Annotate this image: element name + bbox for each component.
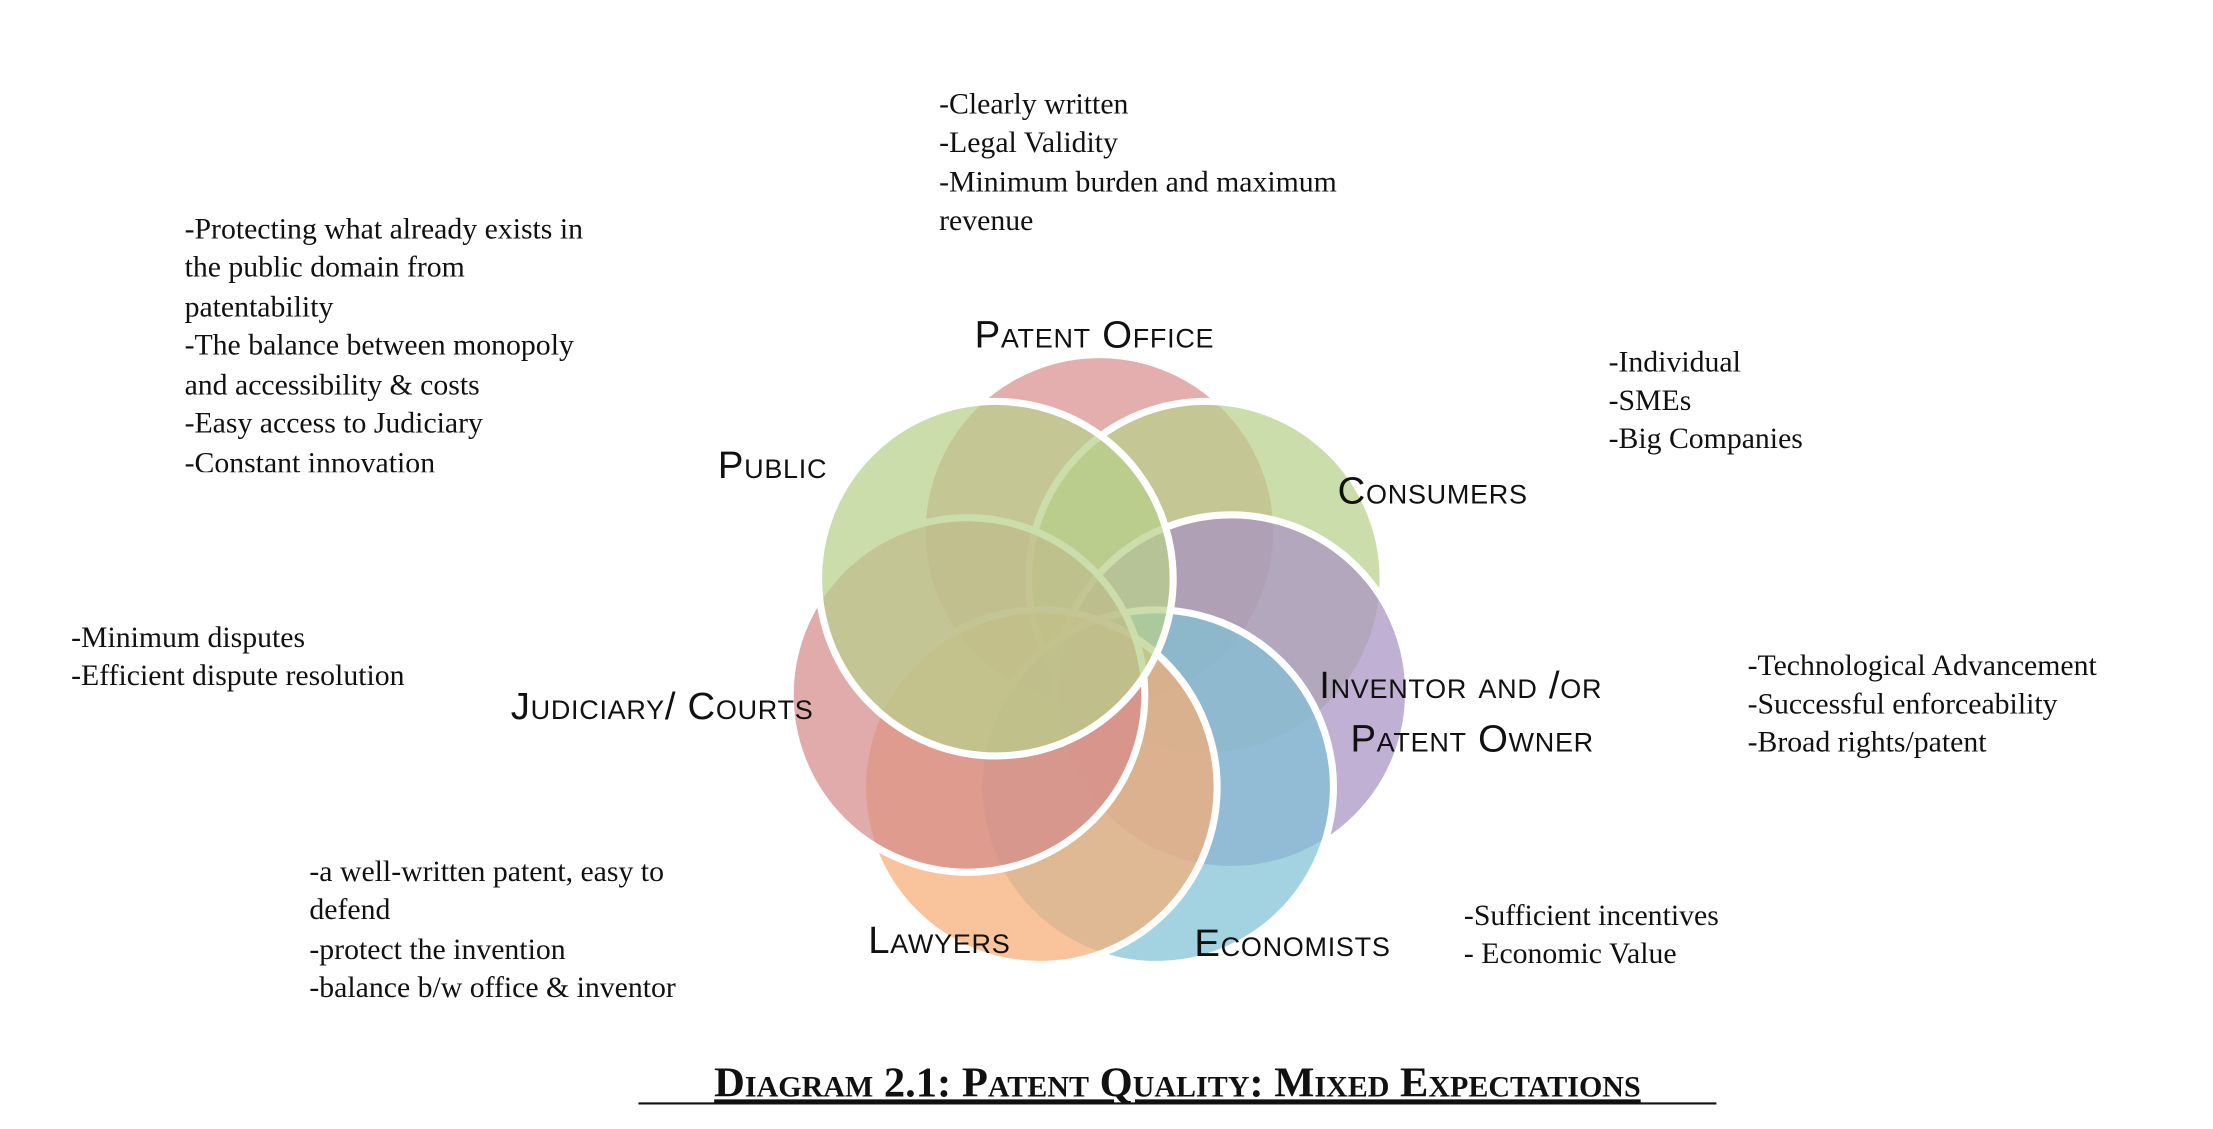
note-line: -Individual (1609, 346, 1741, 379)
notes-inventor: -Technological Advancement -Successful e… (1748, 649, 2098, 759)
notes-public: -Protecting what already exists in the p… (185, 212, 584, 479)
label-patent-office: Patent Office (975, 313, 1215, 356)
note-line: -Legal Validity (939, 126, 1118, 159)
notes-judiciary: -Minimum disputes -Efficient dispute res… (71, 621, 405, 692)
note-line: -Big Companies (1609, 422, 1803, 455)
note-line: -Successful enforceability (1748, 687, 2058, 720)
note-line: - Economic Value (1464, 937, 1677, 970)
note-line: -The balance between monopoly (185, 329, 574, 362)
label-public: Public (718, 444, 827, 487)
note-line: -Minimum burden and maximum (939, 165, 1337, 198)
note-line: -Efficient dispute resolution (71, 659, 405, 692)
notes-patent-office: -Clearly written -Legal Validity -Minimu… (939, 87, 1337, 236)
note-line: -protect the invention (309, 933, 565, 966)
notes-consumers: -Individual -SMEs -Big Companies (1609, 346, 1803, 456)
note-line: -Clearly written (939, 87, 1128, 120)
note-line: -Technological Advancement (1748, 649, 2098, 682)
note-line: revenue (939, 204, 1033, 237)
note-line: defend (309, 893, 390, 926)
note-line: -Sufficient incentives (1464, 899, 1719, 932)
label-judiciary: Judiciary/ Courts (511, 685, 814, 728)
note-line: -balance b/w office & inventor (309, 971, 676, 1004)
note-line: patentability (185, 290, 334, 323)
note-line: -Easy access to Judiciary (185, 407, 483, 440)
diagram-caption: Diagram 2.1: Patent Quality: Mixed Expec… (714, 1059, 1640, 1106)
label-consumers: Consumers (1338, 470, 1528, 513)
venn-circles (786, 351, 1413, 969)
label-economists: Economists (1194, 922, 1390, 965)
note-line: the public domain from (185, 251, 465, 284)
label-inventor-line1: Inventor and /or (1319, 664, 1602, 707)
note-line: -Broad rights/patent (1748, 726, 1988, 759)
note-line: and accessibility & costs (185, 368, 480, 401)
note-line: -SMEs (1609, 384, 1692, 417)
note-line: -Constant innovation (185, 446, 436, 479)
circle-public (815, 397, 1177, 760)
notes-lawyers: -a well-written patent, easy to defend -… (309, 855, 676, 1004)
label-inventor-line2: Patent Owner (1350, 718, 1593, 761)
notes-economists: -Sufficient incentives - Economic Value (1464, 899, 1719, 970)
note-line: -Minimum disputes (71, 621, 305, 654)
label-lawyers: Lawyers (868, 919, 1010, 962)
note-line: -a well-written patent, easy to (309, 855, 664, 888)
note-line: -Protecting what already exists in (185, 212, 584, 245)
